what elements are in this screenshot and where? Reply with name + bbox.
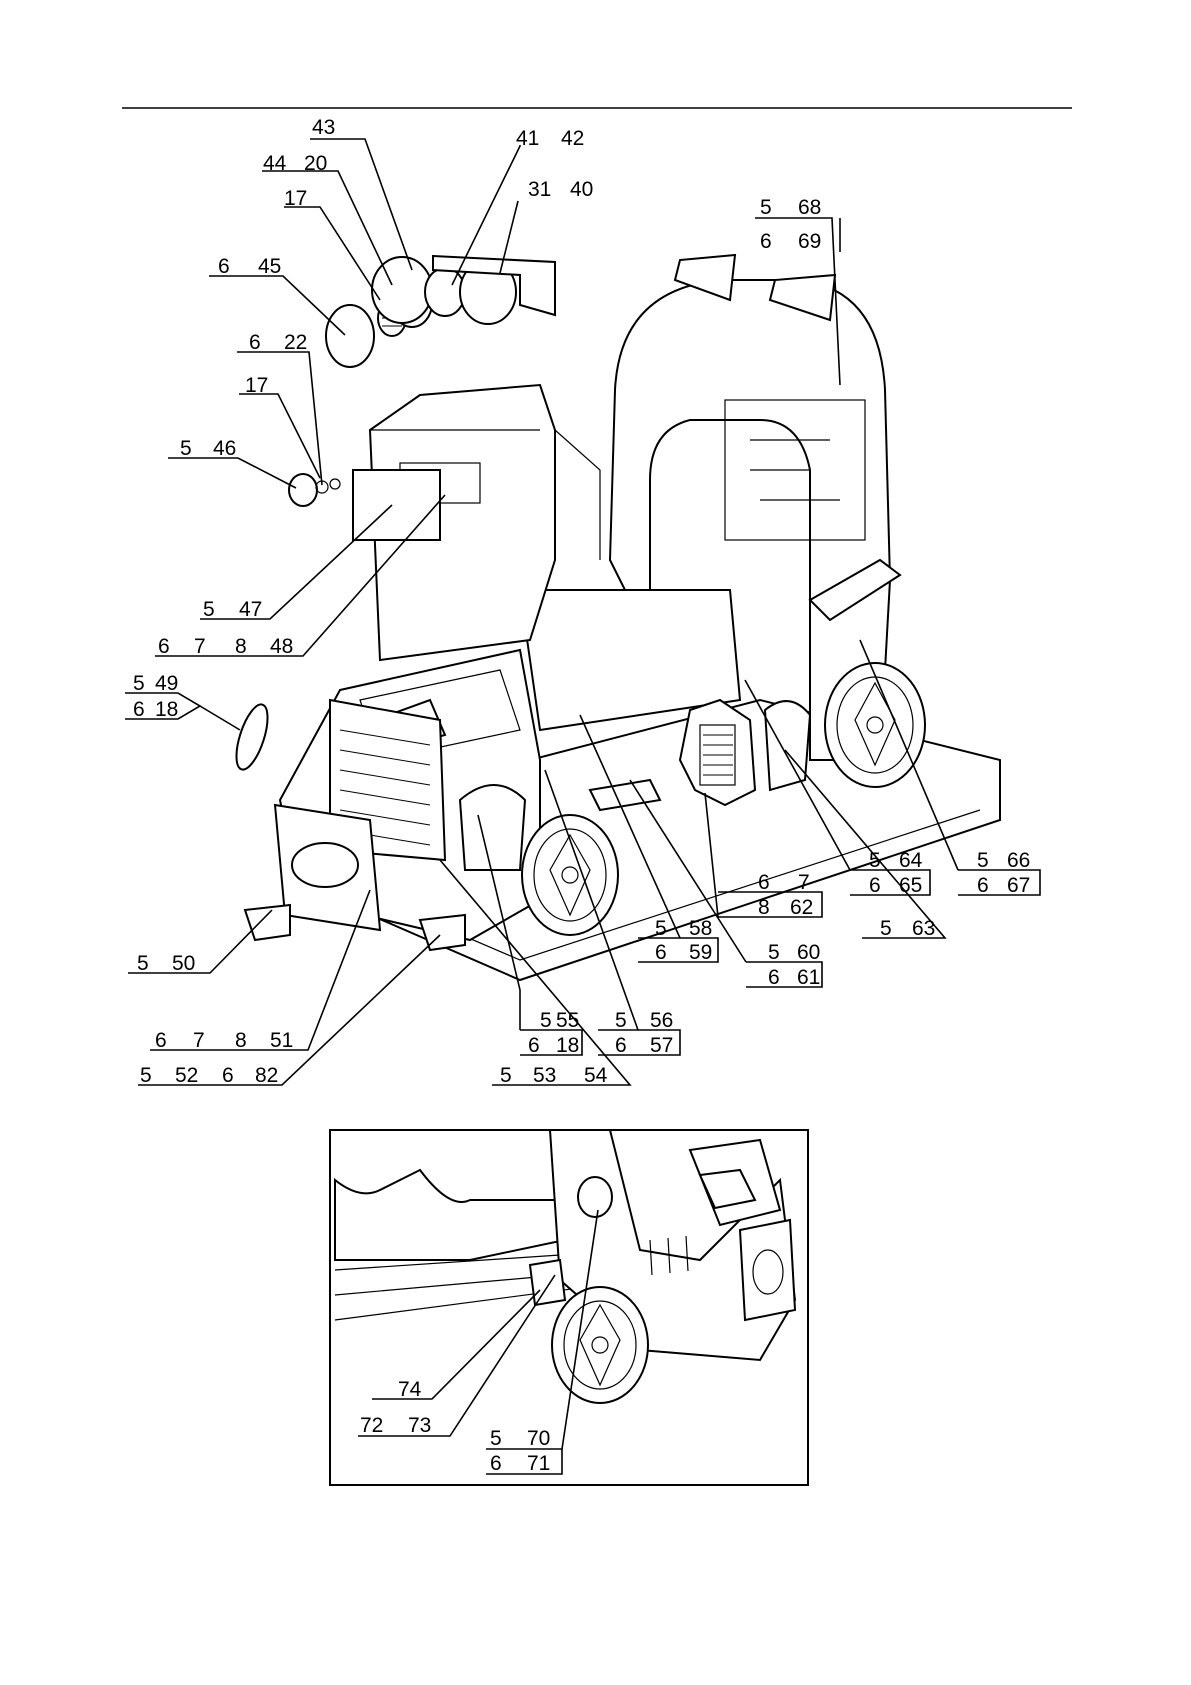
- callout-5-58-a: 5: [655, 917, 667, 940]
- callout-72: 72: [360, 1414, 383, 1437]
- callout-6-71-a: 6: [490, 1452, 502, 1475]
- callout-6-57-b: 57: [650, 1034, 673, 1057]
- callout-5-47-a: 5: [203, 598, 215, 621]
- callout-6-22-a: 6: [249, 331, 261, 354]
- callout-6-7-a: 6: [758, 871, 770, 894]
- callout-73: 73: [408, 1414, 431, 1437]
- callout-5-63-b: 63: [912, 917, 935, 940]
- callout-5-68-b: 68: [798, 196, 821, 219]
- callout-5-66-b: 66: [1007, 849, 1030, 872]
- callout-5-60-b: 60: [797, 941, 820, 964]
- callout-43: 43: [312, 116, 335, 139]
- callout-5-66-a: 5: [977, 849, 989, 872]
- callout-44: 44: [263, 152, 287, 175]
- callout-48-d: 48: [270, 635, 293, 658]
- reflector-49: [230, 701, 274, 773]
- callout-6-57-a: 6: [615, 1034, 627, 1057]
- callout-6-7-b: 7: [798, 871, 810, 894]
- callout-5-68-a: 5: [760, 196, 772, 219]
- bumper-right: [420, 915, 465, 950]
- callout-17-mid: 17: [245, 374, 268, 397]
- callout-5-46-b: 46: [213, 437, 236, 460]
- fender-63: [765, 701, 810, 790]
- callout-31: 31: [528, 178, 551, 201]
- callout-51-c: 8: [235, 1029, 247, 1052]
- callout-5-50-b: 50: [172, 952, 195, 975]
- inset-detail-view: 74 72 73 5 70 6 71: [330, 1130, 808, 1485]
- callout-5-70-a: 5: [490, 1427, 502, 1450]
- rear-wheel: [825, 663, 925, 787]
- callout-51-d: 51: [270, 1029, 293, 1052]
- fender-55: [460, 785, 525, 870]
- callout-6-45-a: 6: [218, 255, 230, 278]
- callout-5-70-b: 70: [527, 1427, 550, 1450]
- callout-6-22-b: 22: [284, 331, 307, 354]
- callout-6-71-b: 71: [527, 1452, 550, 1475]
- callout-48-b: 7: [194, 635, 206, 658]
- callout-48-c: 8: [235, 635, 247, 658]
- callout-52-c: 6: [222, 1064, 234, 1087]
- callout-5-56-a: 5: [615, 1009, 627, 1032]
- callout-6-45-b: 45: [258, 255, 281, 278]
- callout-41: 41: [516, 127, 539, 150]
- callout-6-18-a: 6: [133, 698, 145, 721]
- callout-6-67-a: 6: [977, 874, 989, 897]
- callout-17-top: 17: [284, 187, 307, 210]
- front-wheel: [522, 815, 618, 935]
- callout-6-69-a: 6: [760, 230, 772, 253]
- callout-5-46-a: 5: [180, 437, 192, 460]
- callout-5-64-b: 64: [899, 849, 923, 872]
- callout-53-b: 53: [533, 1064, 556, 1087]
- callout-54: 54: [584, 1064, 608, 1087]
- callout-5-47-b: 47: [239, 598, 262, 621]
- callout-6-59-b: 59: [689, 941, 712, 964]
- callout-6-65-a: 6: [869, 874, 881, 897]
- callout-5-49-a: 5: [133, 672, 145, 695]
- callout-5-55-a: 5: [540, 1009, 552, 1032]
- callout-6-67-b: 67: [1007, 874, 1030, 897]
- callout-5-64-a: 5: [869, 849, 881, 872]
- callout-8-62-b: 62: [790, 896, 813, 919]
- gauge-45: [326, 305, 374, 367]
- bumper-left: [245, 905, 290, 940]
- callout-52-a: 5: [140, 1064, 152, 1087]
- callout-5-50-a: 5: [137, 952, 149, 975]
- callout-20: 20: [304, 152, 327, 175]
- callout-6-65-b: 65: [899, 874, 922, 897]
- callout-6-18-c-a: 6: [528, 1034, 540, 1057]
- callout-82: 82: [255, 1064, 278, 1087]
- callout-6-61-b: 61: [797, 966, 820, 989]
- callout-6-59-a: 6: [655, 941, 667, 964]
- callout-6-18-b: 18: [155, 698, 178, 721]
- callout-42: 42: [561, 127, 584, 150]
- callout-52-b: 52: [175, 1064, 198, 1087]
- callout-5-49-b: 49: [155, 672, 178, 695]
- callout-51-a: 6: [155, 1029, 167, 1052]
- callout-5-55-b: 55: [556, 1009, 579, 1032]
- callout-5-58-b: 58: [689, 917, 712, 940]
- callout-5-63-a: 5: [880, 917, 892, 940]
- callout-51-b: 7: [193, 1029, 205, 1052]
- callout-53-a: 5: [500, 1064, 512, 1087]
- knob-46: [289, 474, 317, 506]
- callout-5-56-b: 56: [650, 1009, 673, 1032]
- callout-6-69-b: 69: [798, 230, 821, 253]
- door-window: [292, 843, 358, 887]
- callout-48-a: 6: [158, 635, 170, 658]
- callout-6-18-c-b: 18: [556, 1034, 579, 1057]
- callout-5-60-a: 5: [768, 941, 780, 964]
- callout-6-61-a: 6: [768, 966, 780, 989]
- callout-74: 74: [398, 1378, 422, 1401]
- callout-8-62-a: 8: [758, 896, 770, 919]
- callout-40: 40: [570, 178, 593, 201]
